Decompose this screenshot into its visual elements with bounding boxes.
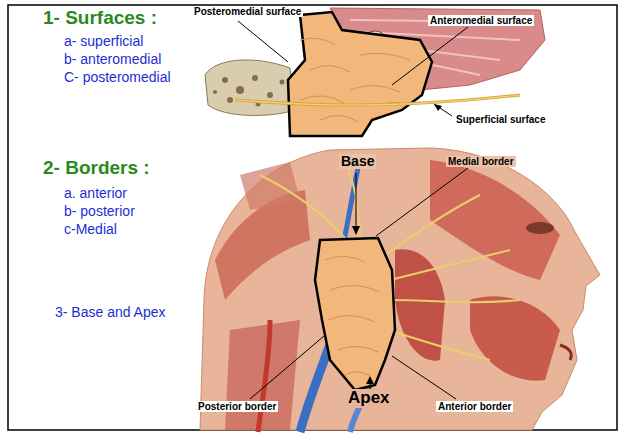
part-label: Apex <box>346 389 392 408</box>
list-item: b- posterior <box>64 204 135 219</box>
list-item: b- anteromedial <box>64 52 161 67</box>
head-illustration <box>200 148 600 432</box>
list-item: 3- Base and Apex <box>55 305 166 320</box>
section-heading: 1- Surfaces : <box>43 8 157 29</box>
part-label: Posteromedial surface <box>192 6 303 17</box>
frame <box>8 5 617 430</box>
part-label: Anteromedial surface <box>428 15 534 26</box>
list-item: C- posteromedial <box>64 70 171 85</box>
part-label: Superficial surface <box>454 114 547 125</box>
list-item: a- superficial <box>64 34 143 49</box>
list-item: a. anterior <box>64 186 127 201</box>
arrowheads <box>352 104 442 384</box>
list-item: c-Medial <box>64 222 117 237</box>
part-label: Medial border <box>446 156 516 167</box>
section-heading: 2- Borders : <box>43 158 150 179</box>
part-label: Base <box>339 154 376 169</box>
part-label: Anterior border <box>436 401 513 412</box>
leader-lines <box>238 21 468 399</box>
part-label: Posterior border <box>196 401 278 412</box>
